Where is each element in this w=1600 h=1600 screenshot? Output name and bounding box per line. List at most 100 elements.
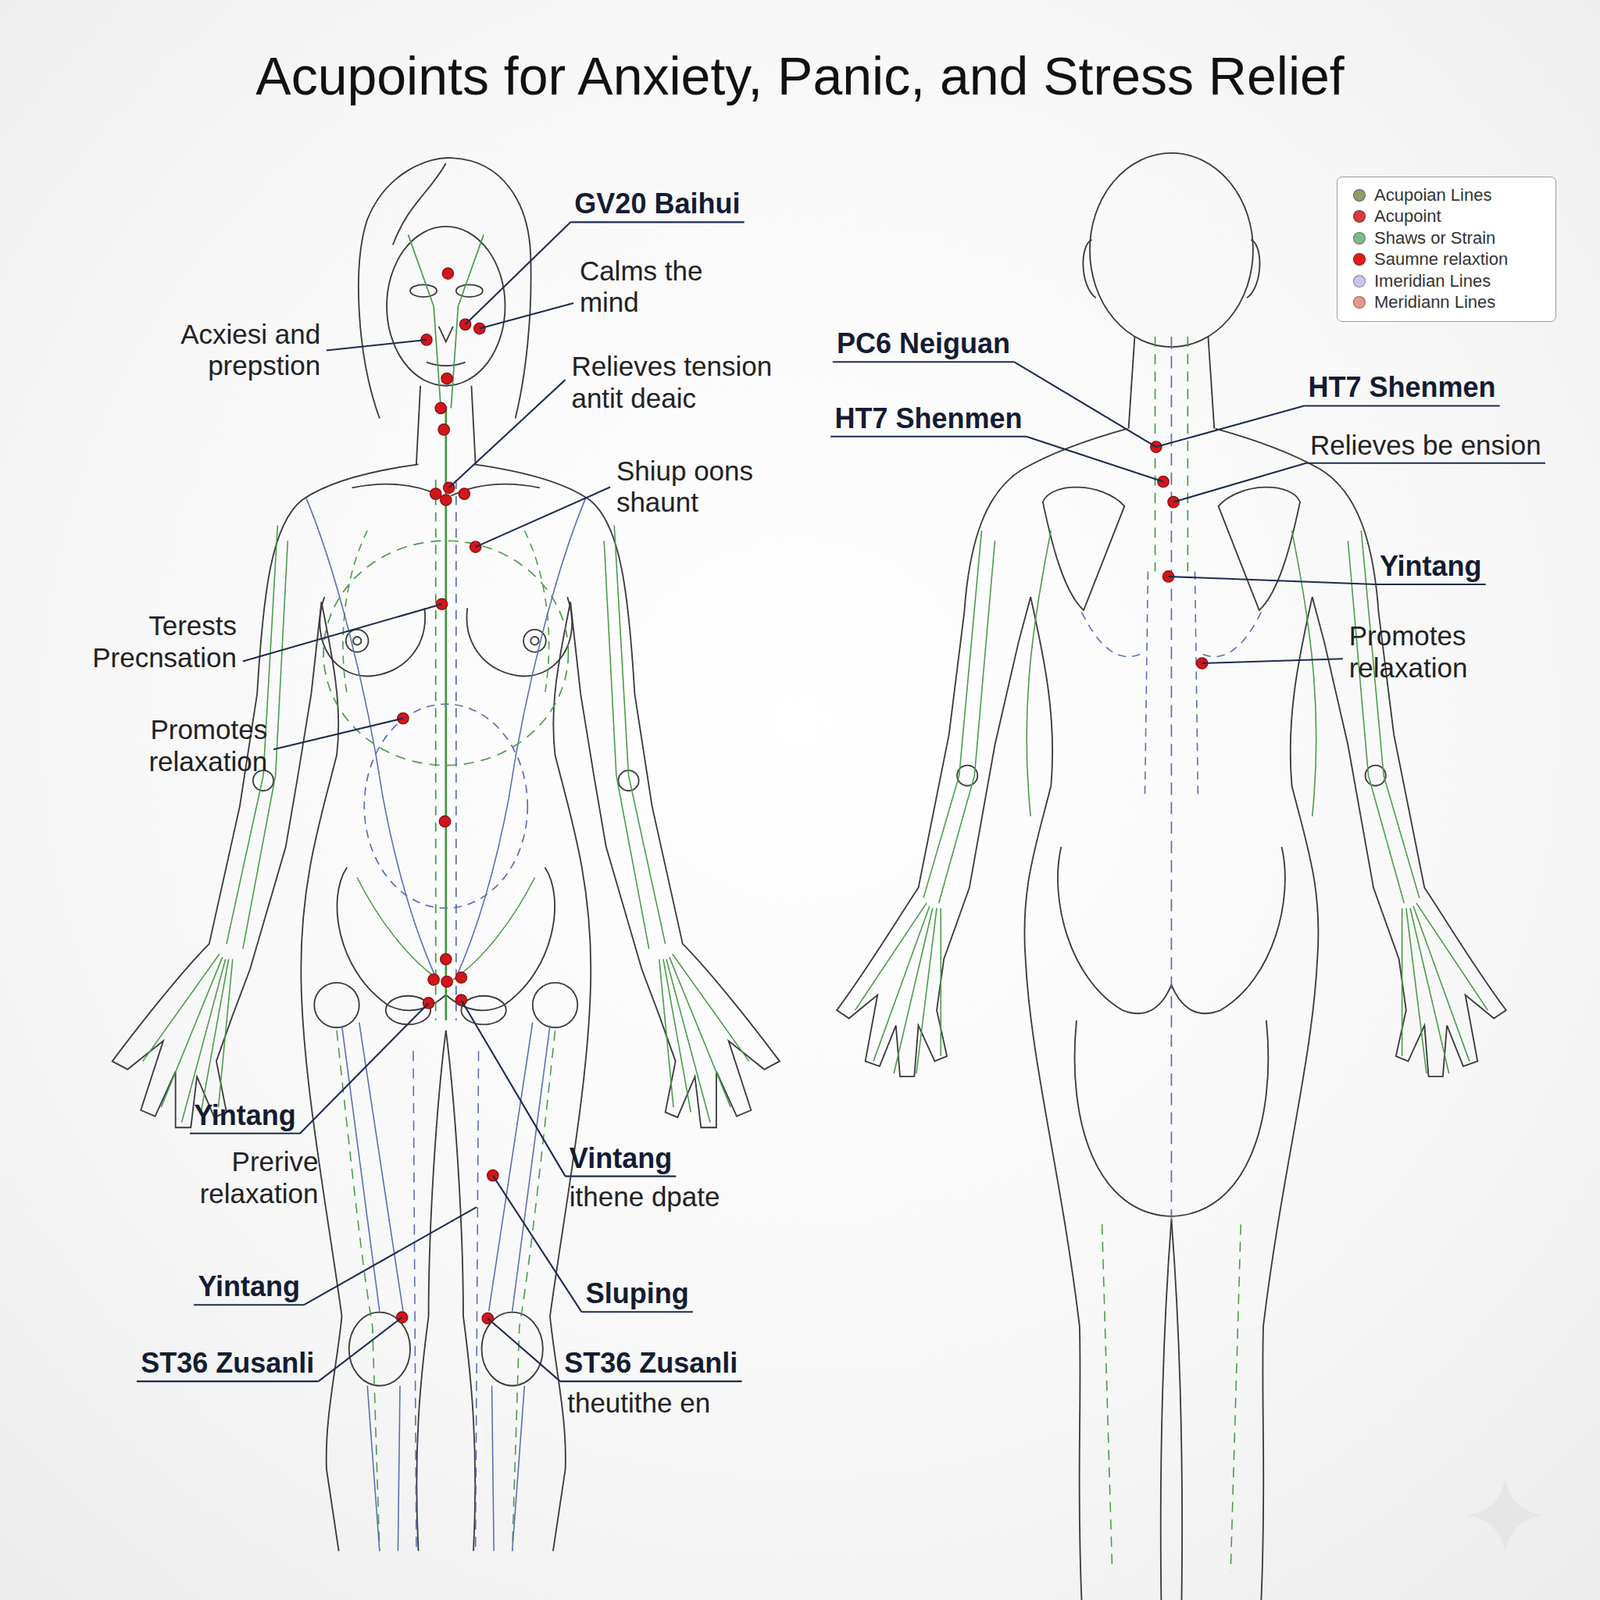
acupoint-dot (440, 953, 452, 965)
legend-row: Acupoian Lines (1353, 184, 1545, 207)
acupoint-name: HT7 Shenmen (1307, 371, 1496, 404)
acupoint-name: HT7 Shenmen (834, 402, 1022, 436)
acupoint-name: ST36 Zusanli (564, 1346, 738, 1380)
legend-text: Shaws or Strain (1374, 228, 1496, 249)
legend-swatch (1353, 210, 1366, 223)
leader-line (449, 379, 566, 488)
acupoint-dot (440, 494, 452, 506)
watermark-sparkle (1467, 1477, 1543, 1554)
leader-line (1173, 463, 1307, 503)
head-outline (1089, 153, 1254, 347)
back-body-half (836, 239, 1172, 1600)
acupoint-dot (430, 488, 442, 500)
acupoint-name: Sluping (585, 1277, 690, 1311)
label-underline (565, 1175, 677, 1178)
effect-note: Terests Precnsation (73, 610, 237, 675)
head-outline (410, 284, 437, 297)
meridian-line (407, 234, 484, 408)
legend-swatch (1353, 189, 1366, 202)
acupoint-dot (396, 267, 1208, 1325)
effect-note: ithene dpate (569, 1181, 721, 1214)
leader-line (1202, 658, 1343, 664)
leader-line (465, 221, 572, 325)
leader-line (273, 718, 404, 750)
acupoint-dot (438, 424, 450, 436)
effect-note: Shiup oons shaunt (616, 455, 770, 520)
legend-row: Imeridian Lines (1353, 270, 1545, 293)
label-underline (570, 221, 745, 223)
front-body-half (446, 385, 780, 1552)
legend-text: Saumne relaxtion (1374, 249, 1508, 270)
acupoint-name: ST36 Zusanli (140, 1346, 315, 1380)
label-underline (189, 1132, 300, 1135)
acupoint-name: PC6 Neiguan (836, 327, 1011, 361)
leader-line (1014, 361, 1157, 447)
legend-row: Shaws or Strain (1353, 227, 1545, 250)
acupoint-dot (428, 974, 440, 986)
head-outline (426, 362, 466, 367)
legend-box: Acupoian LinesAcupointShaws or StrainSau… (1336, 176, 1557, 322)
label-underline (1303, 404, 1500, 407)
legend-text: Acupoian Lines (1374, 185, 1492, 206)
meridian-line (435, 479, 437, 1021)
spine-line (1154, 336, 1157, 572)
acupoint-dot (458, 488, 470, 500)
leader-line (479, 303, 574, 329)
effect-note: theutithe en (567, 1387, 711, 1420)
acupoint-dot (1150, 441, 1162, 453)
meridian-line (323, 540, 568, 765)
acupoint-dot (435, 402, 447, 414)
legend-swatch (1353, 296, 1366, 309)
acupoint-dot (439, 815, 450, 827)
leader-line (242, 603, 443, 661)
label-underline (581, 1310, 693, 1313)
effect-note: Relieves tension antit deaic (571, 350, 791, 415)
acupoint-name: GV20 Baihui (574, 187, 740, 221)
leader-line (492, 1175, 583, 1313)
acupoint-name: Yintang (193, 1099, 297, 1133)
effect-note: Relieves be ension (1310, 429, 1542, 462)
label-underline (1306, 462, 1546, 465)
label-underline (1375, 583, 1486, 586)
leader-line (326, 339, 427, 350)
leader-line (460, 1000, 565, 1177)
leader-line (303, 1207, 477, 1305)
acupoint-name: Yintang (197, 1270, 300, 1304)
effect-note: Promotes relaxation (1349, 620, 1503, 685)
acupoint-name: Vintang (569, 1142, 672, 1175)
leader-line (487, 1318, 561, 1383)
acupoint-dot (442, 267, 454, 279)
meridian-line (364, 703, 528, 908)
front-body-half (112, 385, 447, 1552)
acupoint-dot (441, 372, 453, 384)
legend-text: Meridiann Lines (1374, 292, 1496, 313)
back-figure (836, 153, 1507, 1600)
label-underline (832, 360, 1015, 363)
effect-note: Prerive relaxation (175, 1146, 319, 1211)
label-underline (136, 1380, 319, 1383)
legend-row: Meridiann Lines (1353, 292, 1545, 315)
acupoint-dot (455, 971, 467, 983)
leader-line (318, 1317, 403, 1382)
acupoint-dot (441, 975, 453, 987)
legend-text: Imeridian Lines (1374, 271, 1491, 292)
effect-note: Acxiesi and prepstion (157, 318, 321, 383)
leader-line (1026, 436, 1164, 483)
spine-line (1171, 336, 1173, 1225)
legend-swatch (1353, 253, 1366, 266)
effect-note: Promotes relaxation (114, 714, 268, 779)
legend-row: Acupoint (1353, 206, 1545, 229)
label-underline (560, 1380, 743, 1383)
head-outline (456, 284, 483, 297)
spine-line (1186, 336, 1189, 572)
head-outline (386, 226, 506, 386)
label-underline (193, 1303, 304, 1306)
effect-note: Calms the mind (579, 255, 733, 320)
spine-line (1155, 336, 1189, 1225)
diagram-title: Acupoints for Anxiety, Panic, and Stress… (0, 45, 1600, 107)
head-outline (358, 157, 532, 418)
head-outline (392, 163, 447, 245)
label-underline (830, 435, 1026, 438)
legend-text: Acupoint (1374, 206, 1442, 227)
